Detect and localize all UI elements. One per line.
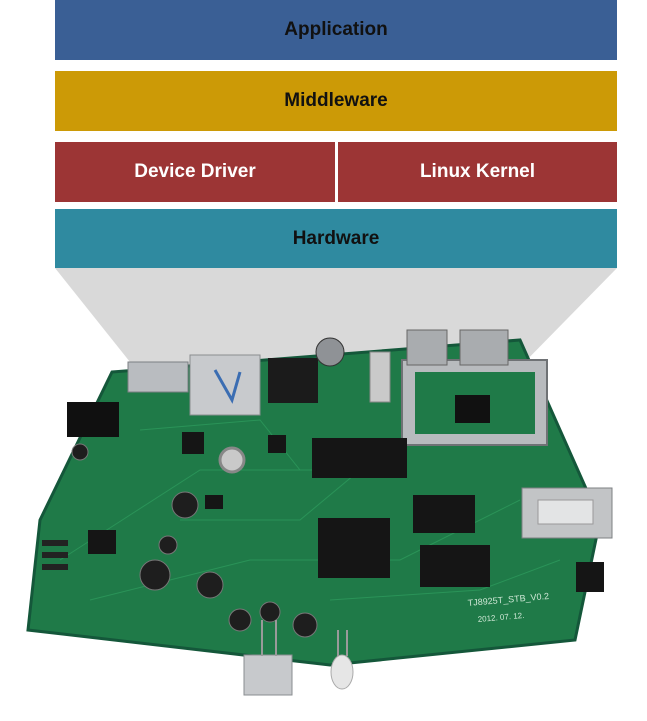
pin-header [42, 540, 604, 592]
middleware-label: Middleware [284, 90, 388, 111]
device-driver-label: Device Driver [134, 161, 256, 182]
hardware-layer: Hardware [55, 209, 617, 268]
linux-kernel-layer: Linux Kernel [338, 142, 617, 202]
ir-receiver [243, 654, 293, 696]
application-label: Application [284, 19, 388, 40]
hdmi-port [127, 361, 189, 393]
led [330, 654, 354, 690]
av-jack [268, 358, 318, 403]
hardware-label: Hardware [292, 227, 380, 249]
device-driver-layer: Device Driver [55, 142, 335, 202]
cpu-chip [312, 438, 407, 478]
board-date-text: 2012. 07. 12. [477, 611, 524, 624]
power-jack [67, 402, 119, 437]
memory-chip [318, 518, 390, 578]
flash-chip [413, 495, 475, 533]
linux-kernel-label: Linux Kernel [419, 161, 536, 182]
memory-chip-2 [420, 545, 490, 587]
middleware-layer: Middleware [55, 71, 617, 131]
application-layer: Application [55, 0, 617, 60]
capacitors [71, 443, 318, 638]
